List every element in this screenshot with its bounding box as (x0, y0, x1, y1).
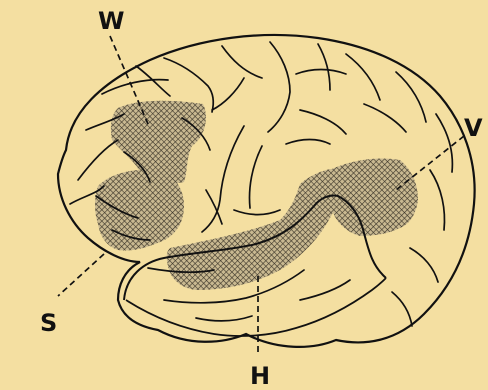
label-v: V (464, 114, 483, 142)
leader-v (396, 136, 464, 190)
label-w: W (98, 7, 124, 35)
temporal-lobe-bottom (126, 278, 386, 336)
leader-s (58, 254, 104, 296)
label-s: S (40, 309, 57, 337)
label-h: H (250, 362, 270, 390)
